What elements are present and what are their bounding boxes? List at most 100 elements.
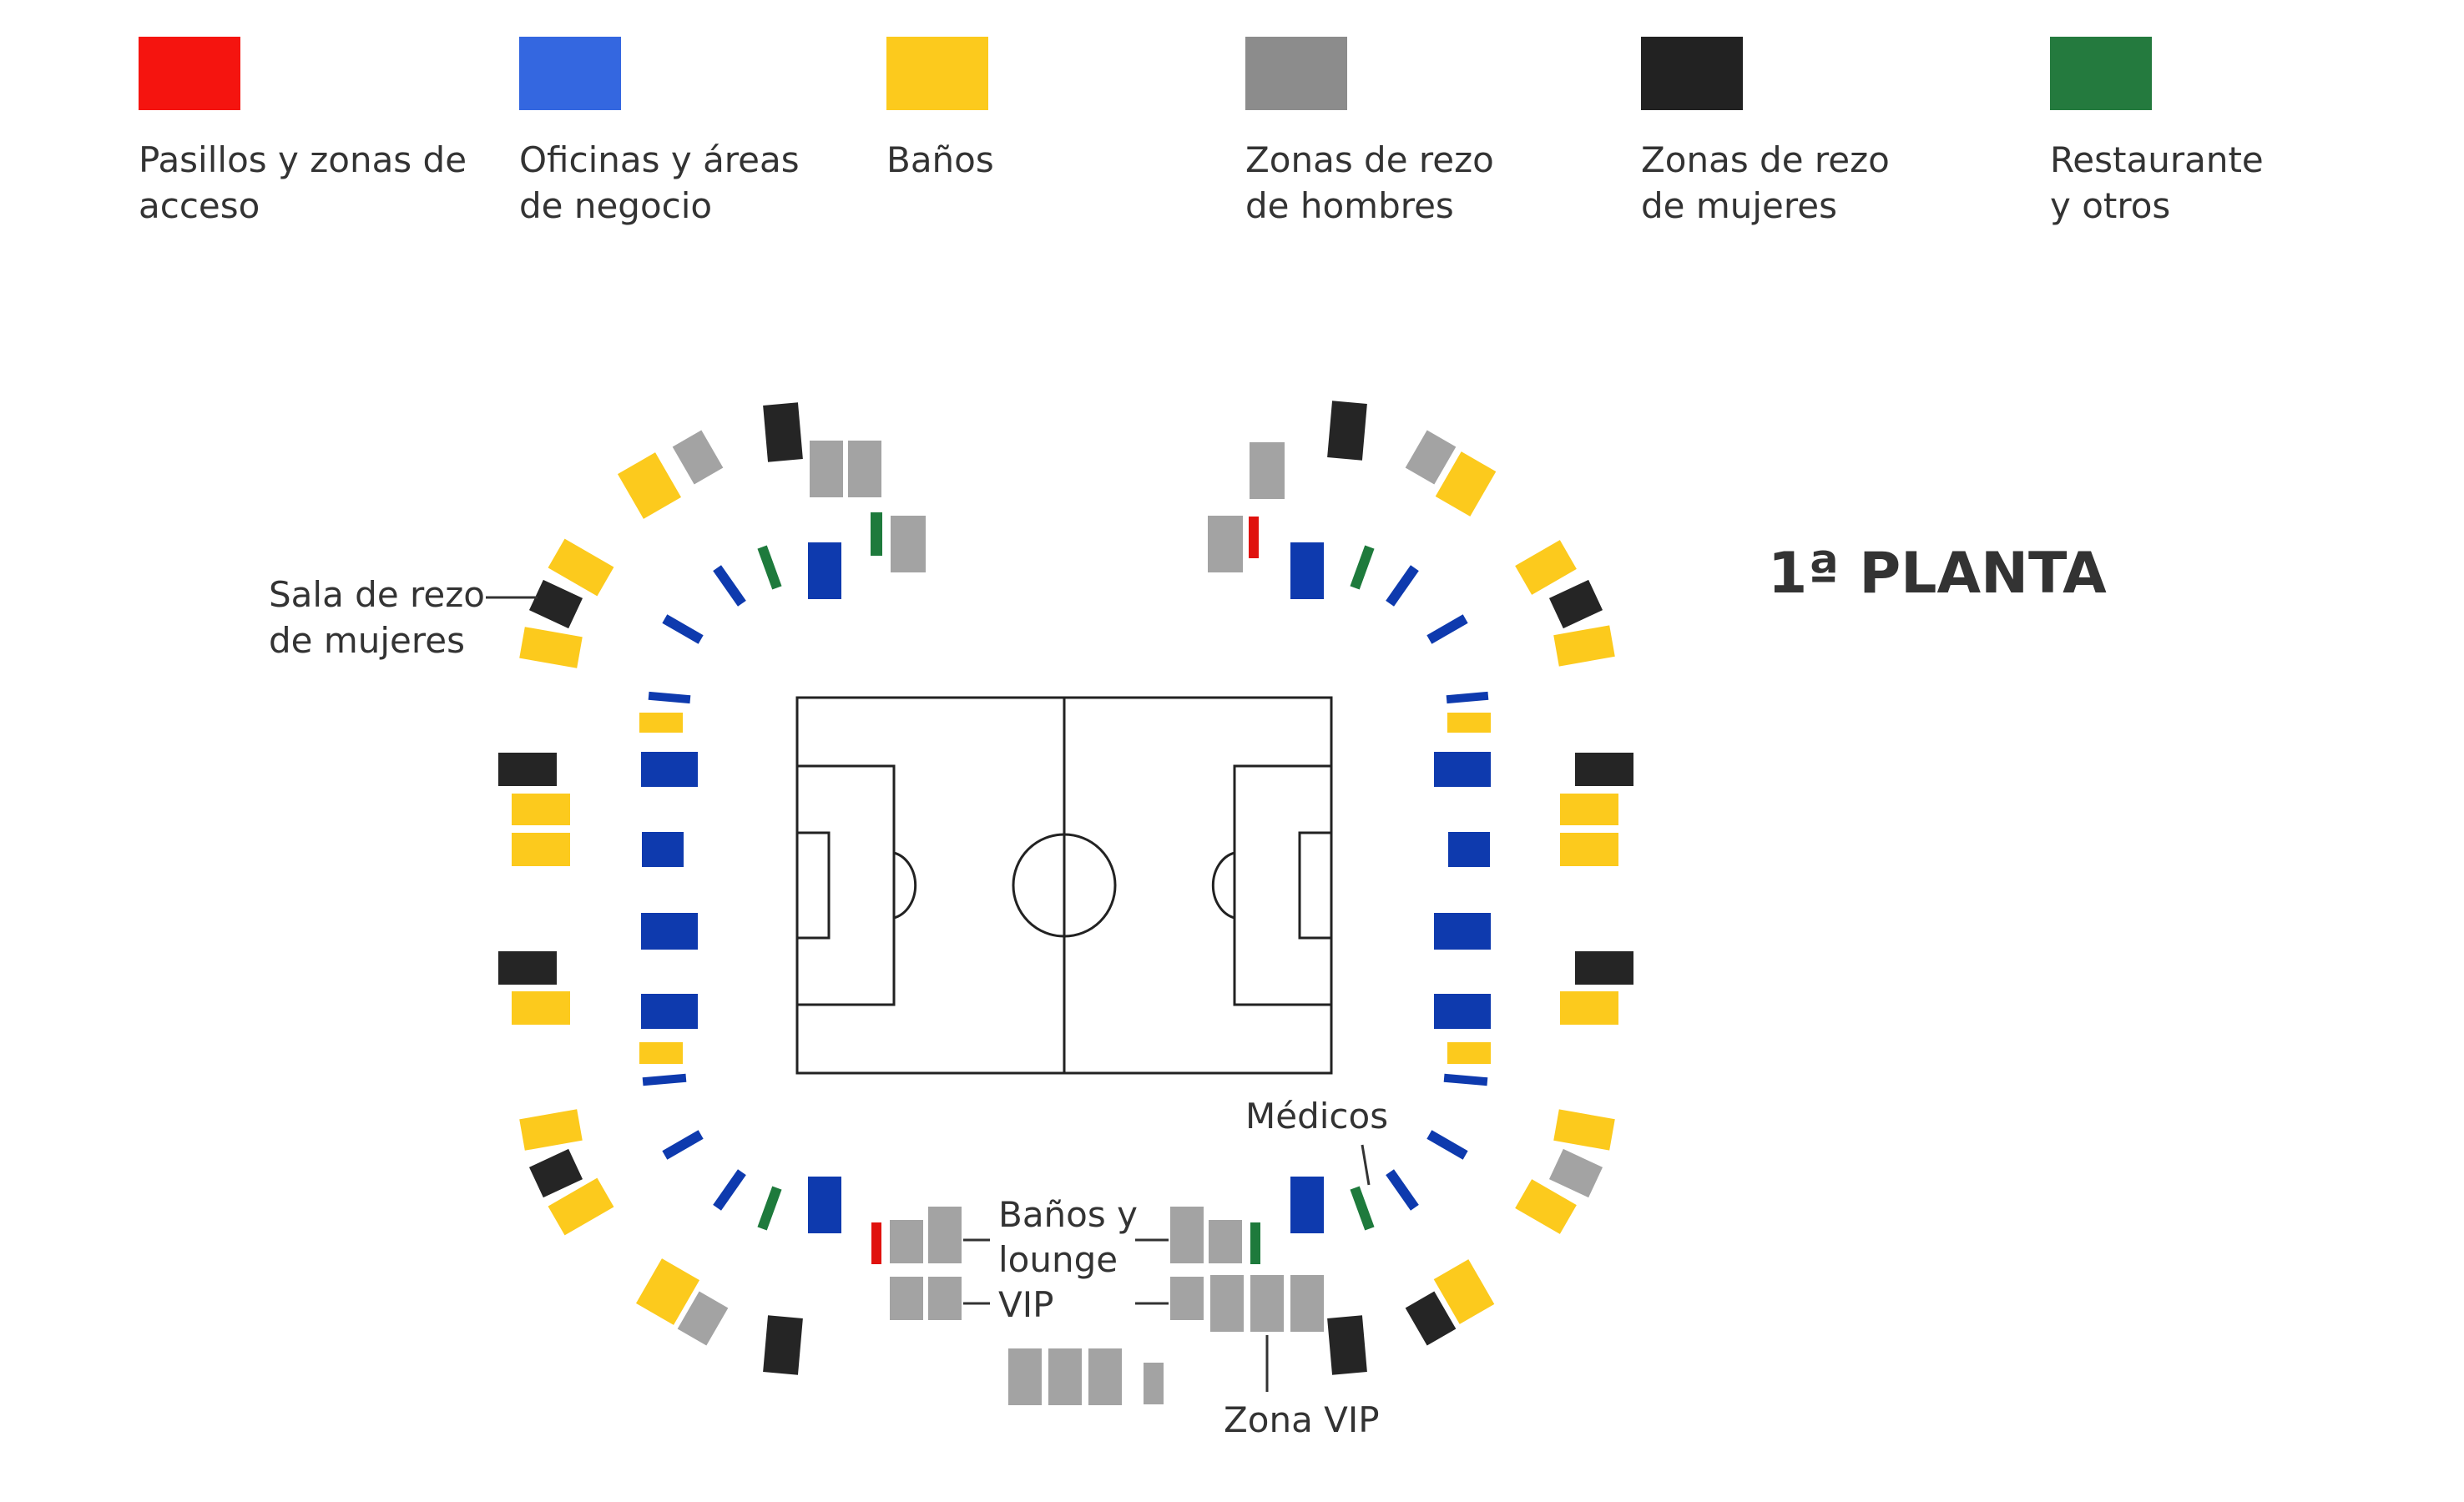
room-bath [639,713,683,733]
pitch-penalty-area-left [795,764,896,1006]
room-prayer-men [890,1277,923,1320]
room-prayer-men [677,1291,729,1346]
room-restaurant [757,545,782,590]
callout-vip-baths-3: VIP [998,1284,1053,1325]
room-prayer-men [1210,1275,1244,1332]
room-bath [512,991,570,1025]
leader-doctors [1361,1144,1371,1186]
room-access [871,1222,881,1264]
room-prayer-men [1008,1348,1042,1405]
room-bath [639,1042,683,1064]
room-bath [1553,1109,1615,1151]
room-prayer-men [1088,1348,1122,1405]
legend-swatch-restaurant [2050,37,2152,110]
room-bath [519,1109,583,1151]
room-prayer-women [1575,753,1633,786]
room-office [1290,1177,1324,1233]
room-office [1446,691,1489,704]
callout-vip-baths-2: lounge [998,1239,1118,1280]
room-prayer-men [1209,1220,1242,1263]
pitch-center-circle [1012,833,1117,938]
room-prayer-women [528,1148,583,1198]
room-bath [1560,991,1618,1025]
room-bath [548,1177,614,1236]
room-bath [512,833,570,866]
room-prayer-women [528,579,583,629]
room-office [1386,565,1419,607]
legend-label-restaurant: Restaurante y otros [2050,139,2264,226]
room-bath [635,1258,700,1325]
room-office [1434,913,1491,950]
pitch-penalty-arc-left [893,851,917,920]
room-bath [1515,1179,1577,1234]
legend-swatch-office [519,37,621,110]
room-restaurant [1350,1186,1375,1231]
room-restaurant [1350,545,1375,590]
room-prayer-men [928,1277,962,1320]
legend-swatch-access [139,37,240,110]
callout-women-prayer-1: Sala de rezo [269,574,485,615]
legend-item-prayer-women: Zonas de rezo de mujeres [1641,37,2025,229]
room-prayer-women [1548,579,1603,629]
room-office [1426,1130,1468,1160]
pitch-goal-area-left [795,831,831,940]
room-prayer-men [1290,1275,1324,1332]
room-office [1290,542,1324,599]
room-prayer-men [1144,1363,1164,1404]
room-prayer-women [763,402,803,462]
room-office [1434,752,1491,787]
football-pitch [795,696,1333,1075]
room-prayer-men [1250,1275,1284,1332]
room-prayer-women [498,753,557,786]
legend-label-access: Pasillos y zonas de acceso [139,139,467,226]
room-bath [512,794,570,825]
room-bath [1560,833,1618,866]
room-prayer-men [1170,1207,1204,1263]
room-office [641,994,698,1029]
pitch-goal-area-right [1298,831,1333,940]
room-bath [1433,1259,1495,1324]
callout-women-prayer-2: de mujeres [269,620,465,661]
room-restaurant [871,512,882,556]
legend-item-prayer-men: Zonas de rezo de hombres [1245,37,1629,229]
legend-item-restaurant: Restaurante y otros [2050,37,2434,229]
floor-title: 1ª PLANTA [1768,541,2107,607]
room-prayer-men [891,516,926,572]
room-prayer-men [1170,1277,1204,1320]
room-bath [548,538,614,597]
callout-leader-lines [486,596,1371,1392]
legend-item-office: Oficinas y áreas de negocio [519,37,903,229]
room-prayer-men [1250,442,1285,499]
room-restaurant [757,1186,782,1231]
room-office [642,1073,687,1086]
room-restaurant [1250,1222,1260,1264]
legend-label-prayer-women: Zonas de rezo de mujeres [1641,139,1890,226]
room-office [641,913,698,950]
room-office [642,832,684,867]
room-bath [1515,540,1577,595]
legend-label-prayer-men: Zonas de rezo de hombres [1245,139,1494,226]
callout-vip-baths-1: Baños y [998,1194,1138,1235]
room-bath [519,627,583,668]
room-bath [1553,625,1615,667]
room-prayer-men [1548,1148,1603,1198]
room-prayer-women [1575,951,1633,985]
room-office [648,691,691,704]
room-office [1443,1073,1488,1086]
legend: Pasillos y zonas de acceso Oficinas y ár… [0,0,2464,250]
room-prayer-men [810,441,843,497]
room-office [1448,832,1490,867]
room-bath [1447,1042,1491,1064]
room-prayer-men [890,1220,923,1263]
legend-swatch-prayer-men [1245,37,1347,110]
legend-item-bath: Baños [886,37,1270,183]
legend-label-bath: Baños [886,139,994,180]
room-prayer-men [672,430,724,485]
room-office [713,1169,746,1211]
legend-label-office: Oficinas y áreas de negocio [519,139,800,226]
legend-swatch-prayer-women [1641,37,1743,110]
legend-item-access: Pasillos y zonas de acceso [139,37,523,229]
room-office [1386,1169,1419,1211]
room-prayer-men [848,441,881,497]
